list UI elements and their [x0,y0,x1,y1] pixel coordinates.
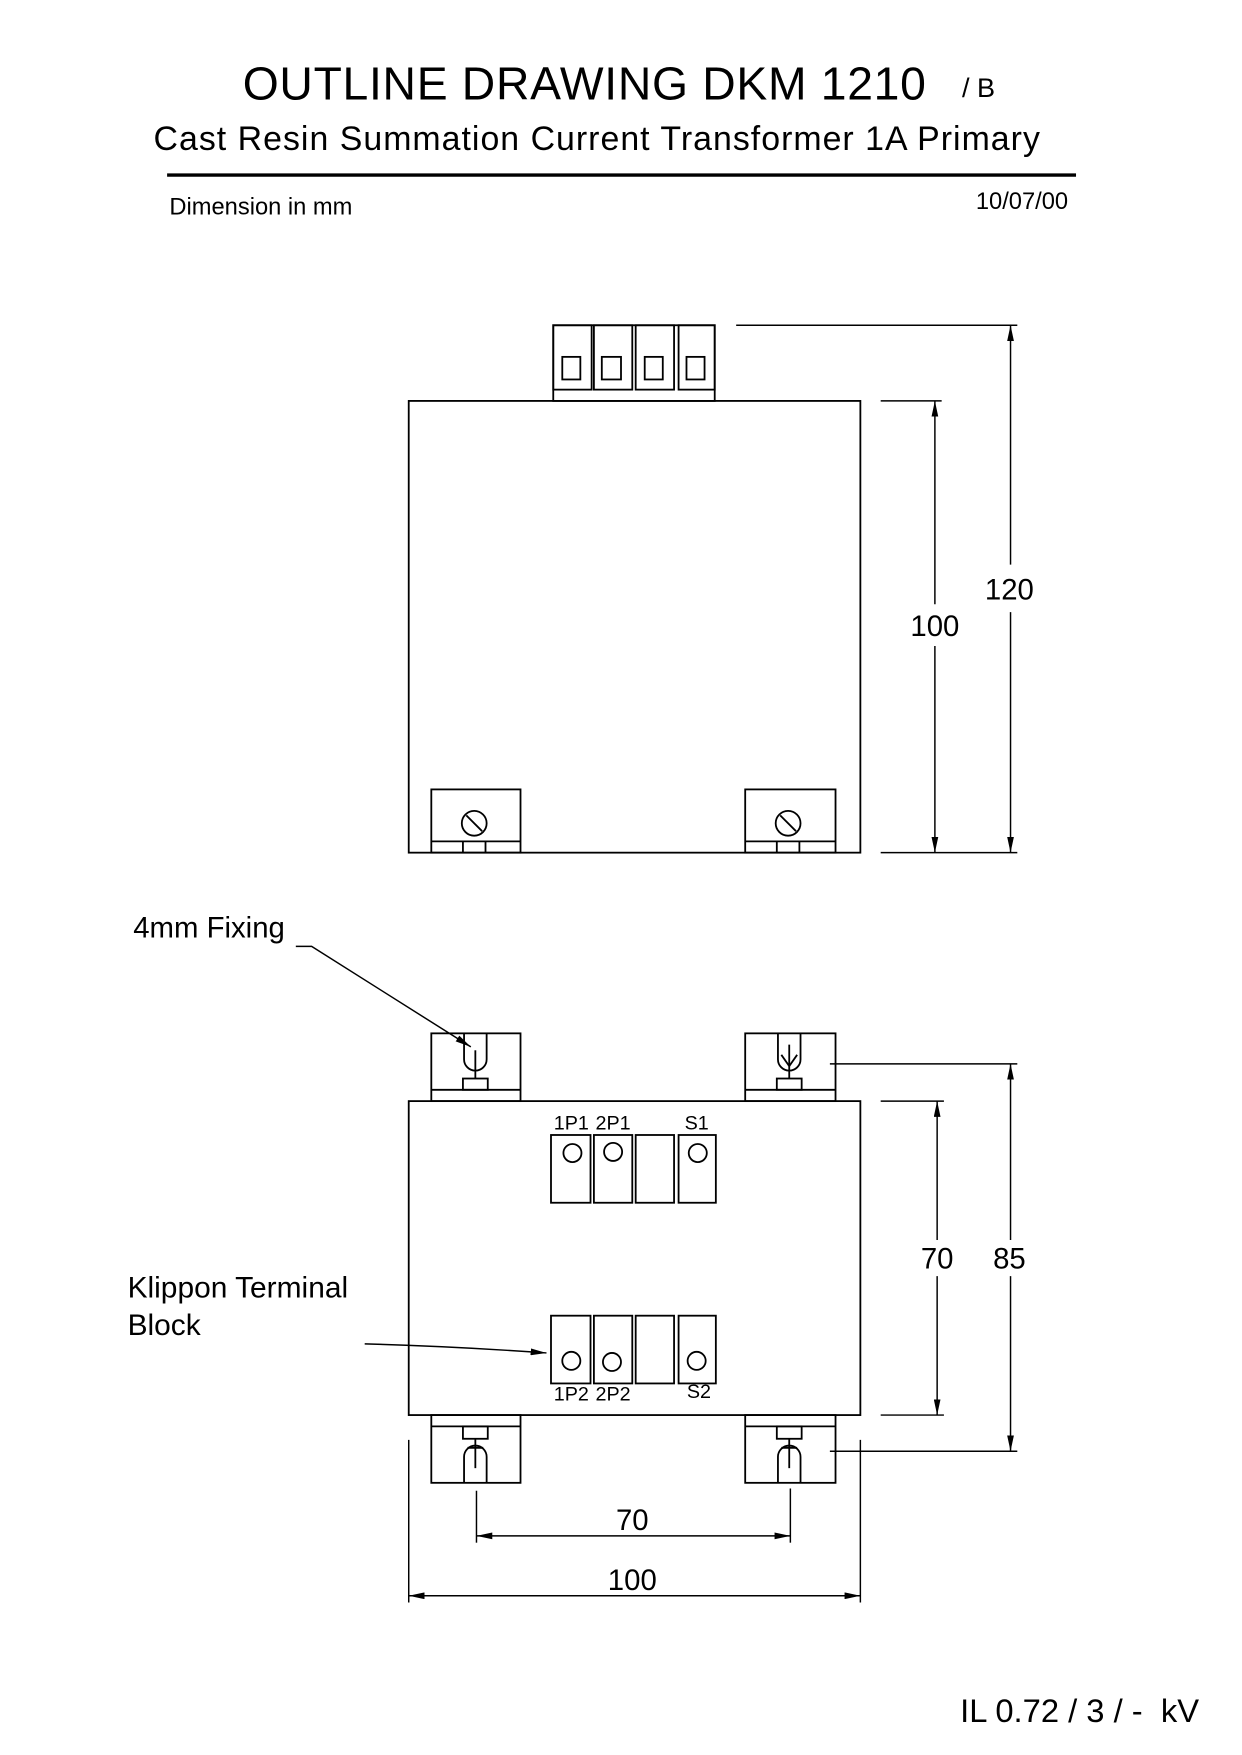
mounting-foot-bottom-right [744,1414,837,1484]
terminal [550,1314,592,1385]
terminal-window [600,355,622,381]
terminal [677,1134,717,1204]
mounting-foot-bottom-left [430,1414,522,1484]
dimension-label: 70 [616,1504,649,1537]
terminal-block-side [552,324,716,402]
terminal [592,1314,634,1385]
dimension-label: 100 [910,610,959,643]
drawing-subtitle: Cast Resin Summation Current Transformer… [154,120,1040,158]
terminal-side [592,324,634,391]
dimension-label: 70 [921,1242,954,1275]
foot-washer [462,1077,489,1091]
screw-slot [779,814,797,832]
callout-label: 4mm Fixing [133,911,285,944]
side-view: 120 100 [407,324,1034,854]
terminal-label: 1P1 [554,1112,589,1134]
terminal-side [634,324,675,391]
terminal-window [643,355,664,381]
terminal-screw-icon [686,1350,707,1371]
fixing-screw-icon [774,809,802,837]
units-note: Dimension in mm [169,195,352,221]
terminal-screw-icon [603,1141,624,1162]
mounting-foot-right-side [744,788,837,854]
dimension-body-width: 100 [407,1439,862,1603]
callout-label: Block [128,1309,201,1342]
foot-outline [430,1414,522,1484]
callout-terminal-block: Klippon Terminal Block [128,1272,547,1356]
terminal-blank [634,1314,675,1385]
plan-view: 1P1 2P1 S1 1P2 2P2 S2 85 [407,1032,1026,1603]
dimension-body-depth: 70 [880,1100,954,1416]
screw-slot [465,814,483,832]
terminal-label: S1 [685,1112,709,1134]
dimension-label: 100 [608,1564,657,1597]
foot-outline [744,1032,837,1103]
terminal-screw-icon [562,1143,583,1163]
dimension-fixing-centres-horizontal: 70 [475,1488,792,1543]
foot-outline [430,788,522,854]
foot-washer [462,1425,489,1440]
foot-washer [775,1425,803,1440]
terminal-window [685,355,706,381]
terminal-side [677,324,716,391]
callout-fixing: 4mm Fixing [133,911,472,1048]
terminal [677,1314,717,1385]
dimension-fixing-centres-vertical: 85 [829,1063,1026,1452]
terminal-block-upper: 1P1 2P1 S1 [550,1112,717,1204]
terminal [550,1134,592,1204]
terminal-side [552,324,593,391]
drawing-title: OUTLINE DRAWING DKM 1210 [243,57,926,109]
callout-label: Klippon Terminal [128,1272,349,1305]
mounting-foot-top-left [430,1032,522,1103]
terminal-label: 1P2 [554,1383,589,1405]
leader-line [295,945,472,1048]
dimension-label: 120 [985,574,1034,607]
dimension-overall-height: 120 [736,324,1034,854]
terminal-label: S2 [687,1381,711,1403]
terminal-blank [634,1134,675,1204]
mounting-foot-top-right [744,1032,837,1103]
fixing-screw-icon [460,809,488,837]
mounting-foot-left-side [430,788,522,854]
foot-outline [744,1414,837,1484]
insulation-rating: IL 0.72 / 3 / - kV [960,1692,1199,1729]
terminal-block-lower: 1P2 2P2 S2 [550,1314,717,1405]
terminal-label: 2P1 [596,1112,631,1134]
dimension-body-height: 100 [880,400,959,853]
drawing-date: 10/07/00 [976,189,1068,215]
terminal-screw-icon [687,1143,708,1163]
leader-line [364,1343,547,1356]
foot-outline [430,1032,522,1103]
slot-centre-tick [780,1054,790,1067]
slot-centre-tick [788,1054,798,1067]
transformer-body-side [407,400,862,854]
terminal-window [561,355,582,381]
terminal-screw-icon [561,1350,582,1371]
revision-mark: / B [962,72,995,103]
transformer-body-plan [407,1100,862,1416]
terminal-label: 2P2 [596,1383,631,1405]
foot-washer [775,1077,803,1091]
title-block: OUTLINE DRAWING DKM 1210 / B Cast Resin … [154,57,1077,221]
terminal [592,1134,634,1204]
foot-outline [744,788,837,854]
dimension-label: 85 [993,1242,1026,1275]
terminal-screw-icon [602,1352,622,1372]
